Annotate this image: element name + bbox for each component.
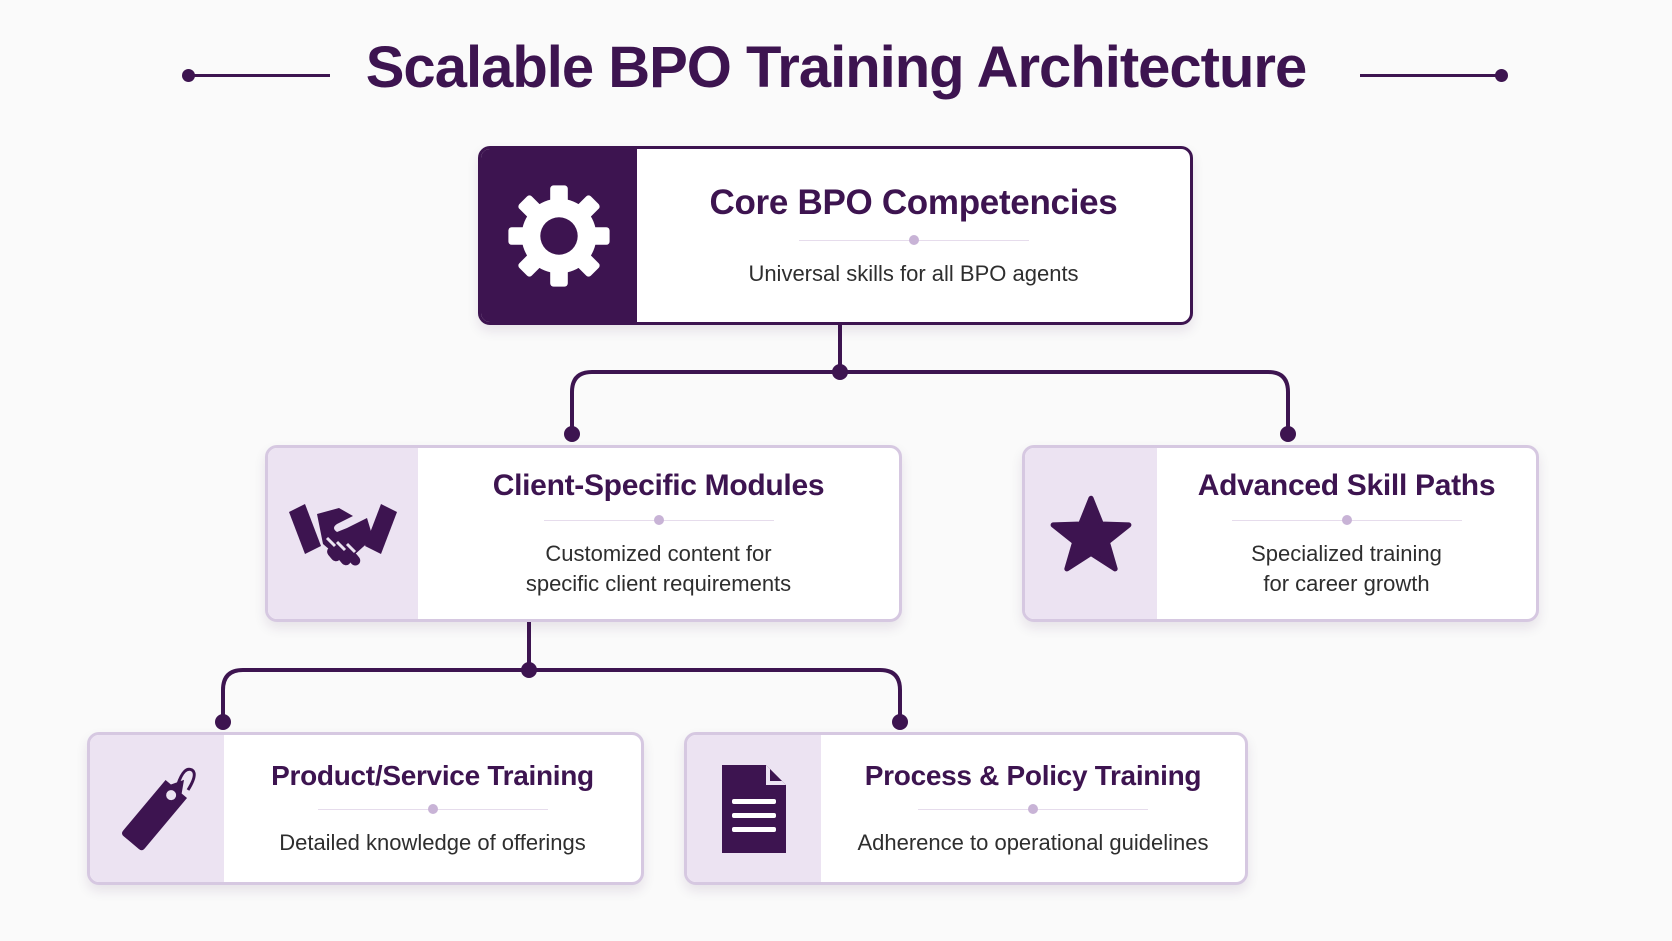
node-product-service-training: Product/Service Training Detailed knowle…	[87, 732, 644, 885]
node-body: Client-Specific Modules Customized conte…	[418, 448, 899, 619]
title-rule-dot-right	[1495, 69, 1508, 82]
connector-core-to-client	[570, 370, 840, 434]
icon-panel	[1025, 448, 1157, 619]
node-client-specific-modules: Client-Specific Modules Customized conte…	[265, 445, 902, 622]
document-icon	[722, 764, 786, 853]
node-separator	[798, 234, 1029, 245]
node-description: Universal skills for all BPO agents	[748, 260, 1079, 286]
price-tag-icon	[121, 767, 196, 850]
connector-core-to-advanced	[840, 370, 1290, 434]
icon-panel	[268, 448, 418, 619]
node-separator	[317, 803, 548, 814]
node-separator	[1231, 514, 1462, 525]
node-title: Product/Service Training	[271, 759, 594, 791]
node-description: Specialized training for career growth	[1251, 539, 1442, 599]
node-description: Customized content for specific client r…	[526, 539, 791, 599]
connector-junction-dot	[521, 662, 537, 678]
node-description-line: for career growth	[1263, 570, 1430, 596]
connector-junction-dot	[832, 364, 848, 380]
node-core-bpo-competencies: Core BPO Competencies Universal skills f…	[478, 146, 1193, 325]
icon-panel	[687, 735, 821, 882]
node-separator	[543, 514, 774, 525]
connector-client-to-process	[529, 668, 902, 722]
connector-end-dot	[1280, 426, 1296, 442]
node-title: Client-Specific Modules	[492, 468, 825, 502]
node-title: Process & Policy Training	[864, 759, 1202, 791]
star-icon	[1050, 495, 1132, 571]
node-title: Advanced Skill Paths	[1197, 468, 1496, 502]
node-description-line: specific client requirements	[525, 570, 792, 596]
connector-end-dot	[215, 714, 231, 730]
node-description: Detailed knowledge of offerings	[279, 829, 586, 855]
node-body: Core BPO Competencies Universal skills f…	[637, 149, 1190, 322]
connector-end-dot	[892, 714, 908, 730]
node-description-line: Specialized training	[1251, 540, 1442, 566]
title-rule-right	[1360, 74, 1502, 77]
node-description-line: Customized content for	[545, 540, 772, 566]
connector-client-to-product	[221, 668, 529, 722]
node-body: Product/Service Training Detailed knowle…	[224, 735, 641, 882]
node-body: Process & Policy Training Adherence to o…	[821, 735, 1245, 882]
gear-icon	[508, 184, 610, 287]
icon-panel	[90, 735, 224, 882]
title-rule-left	[188, 74, 330, 77]
node-advanced-skill-paths: Advanced Skill Paths Specialized trainin…	[1022, 445, 1539, 622]
connector-end-dot	[564, 426, 580, 442]
node-description: Adherence to operational guidelines	[857, 829, 1209, 855]
node-title: Core BPO Competencies	[709, 182, 1118, 222]
page-title: Scalable BPO Training Architecture	[365, 35, 1307, 100]
handshake-icon	[289, 503, 397, 566]
node-separator	[918, 803, 1148, 814]
node-process-policy-training: Process & Policy Training Adherence to o…	[684, 732, 1248, 885]
node-body: Advanced Skill Paths Specialized trainin…	[1157, 448, 1536, 619]
icon-panel	[481, 149, 637, 322]
